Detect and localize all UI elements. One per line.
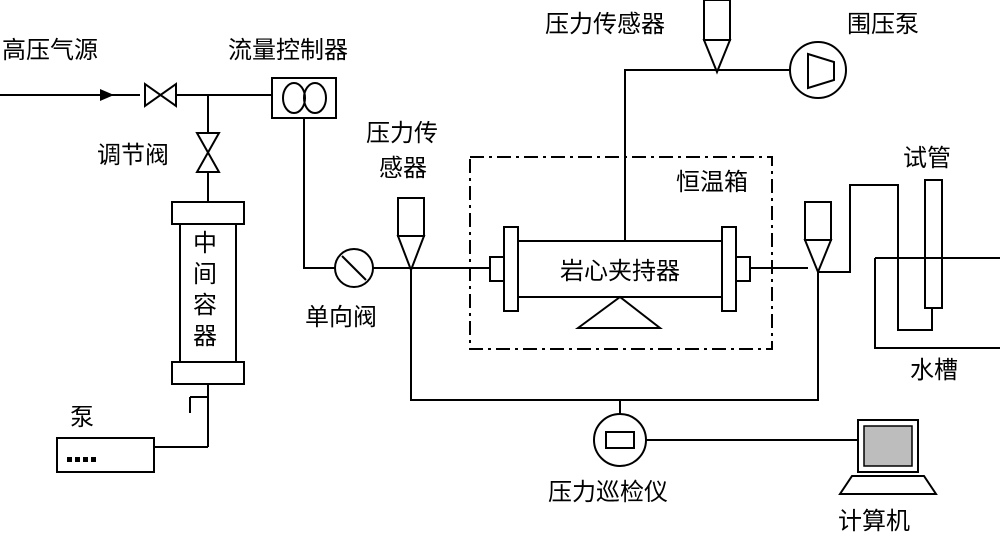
line-to-test-tube: [818, 184, 933, 331]
core-holder-label: 岩心夹持器: [560, 257, 680, 285]
flow-controller-icon: [271, 77, 337, 119]
gas-source-label: 高压气源: [2, 36, 98, 64]
pressure-sensor-loop: [410, 270, 819, 401]
computer-label: 计算机: [838, 507, 910, 535]
pump-label: 泵: [70, 403, 94, 431]
regulating-valve-label: 调节阀: [97, 141, 169, 169]
pressure-sensor-top-icon: [702, 0, 732, 75]
check-valve-icon: [334, 248, 374, 288]
line-to-check-valve: [303, 118, 335, 269]
thermostat-box: [469, 156, 773, 350]
pressure-sensor-right-icon: [803, 201, 833, 275]
pump-icon: [56, 437, 155, 473]
intermediate-container-label-char1: 中: [193, 229, 217, 257]
pressure-sensor-top-label: 压力传感器: [545, 10, 665, 38]
check-valve-label: 单向阀: [305, 303, 377, 331]
test-tube-label: 试管: [903, 144, 951, 172]
inlet-valve-icon: [144, 82, 177, 108]
pressure-sensor-left-icon: [396, 197, 426, 273]
intermediate-container-icon: [171, 201, 245, 385]
intermediate-container-label-char3: 容: [193, 291, 217, 319]
intermediate-container-label-char2: 间: [193, 260, 217, 288]
water-tank-icon: [874, 258, 1000, 349]
regulating-valve-icon: [195, 132, 221, 173]
pressure-sensor-left-label-line1: 压力传: [366, 119, 438, 147]
confining-pump-icon: [789, 41, 847, 99]
confining-pump-label: 围压泵: [847, 10, 919, 38]
test-tube-icon: [924, 179, 943, 309]
flow-arrow-icon: [100, 89, 114, 101]
intermediate-container-label-char4: 器: [193, 322, 217, 350]
thermostat-label: 恒温箱: [676, 168, 748, 196]
confining-pressure-line: [624, 69, 790, 241]
computer-icon: [838, 419, 938, 495]
flow-controller-label: 流量控制器: [228, 36, 348, 64]
pressure-sensor-left-label-line2: 感器: [379, 154, 427, 182]
water-tank-label: 水槽: [910, 356, 958, 384]
pressure-inspector-label: 压力巡检仪: [548, 478, 668, 506]
pressure-inspector-icon: [593, 413, 647, 467]
core-holder-icon: [489, 226, 751, 329]
